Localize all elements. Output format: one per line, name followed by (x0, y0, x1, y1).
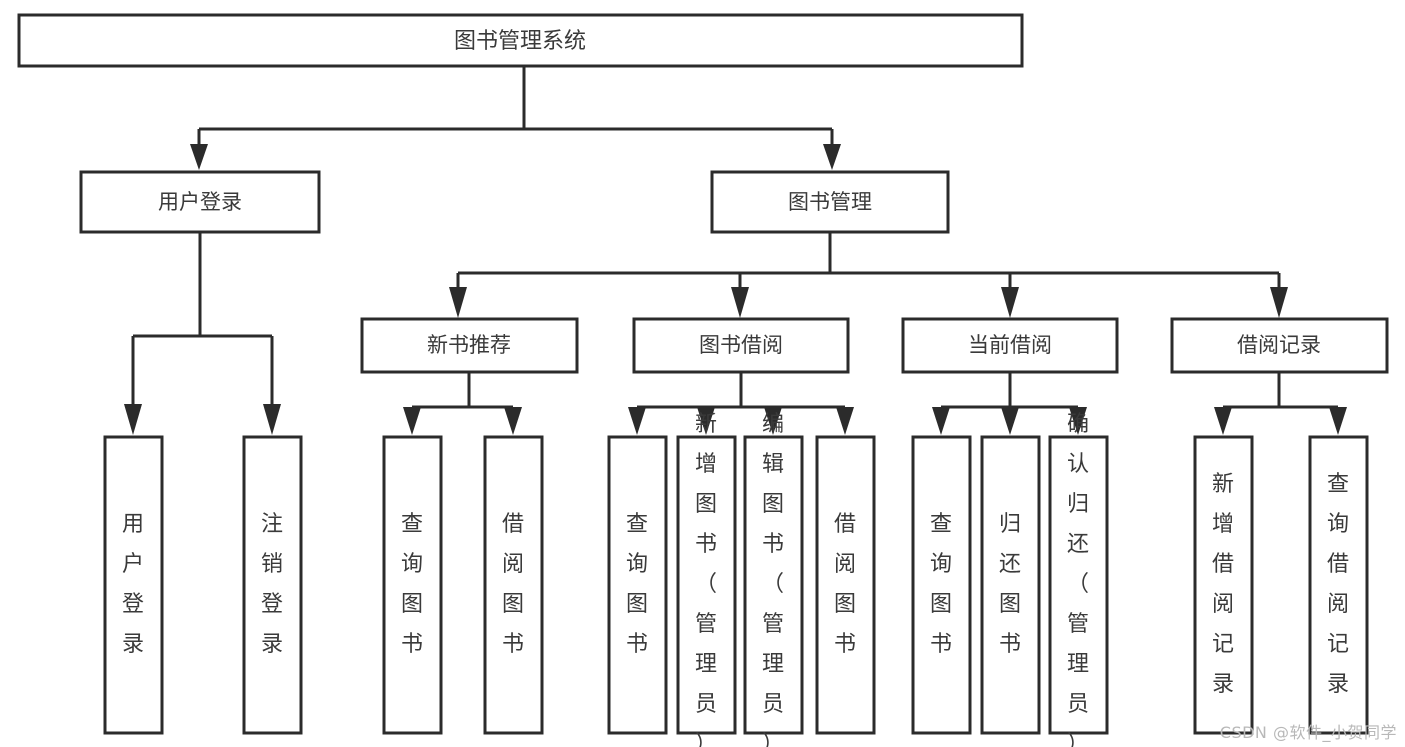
connector-user-login-to-leaves (124, 232, 281, 435)
leaf-borrow-book-2[interactable]: 借阅图书 (815, 435, 876, 735)
connector-book-borrow-to-leaves (628, 372, 854, 435)
node-borrow-record-label: 借阅记录 (1237, 333, 1321, 357)
leaf-query-record[interactable]: 查询借阅记录 (1308, 435, 1369, 735)
leaf-query-book-2[interactable]: 查询图书 (607, 435, 668, 735)
leaf-add-record[interactable]: 新增借阅记录 (1193, 435, 1254, 735)
leaf-add-book-label: 新增图书（管理员） (695, 412, 717, 747)
leaf-borrow-book-1[interactable]: 借阅图书 (483, 435, 544, 735)
node-user-login-label: 用户登录 (158, 190, 242, 214)
leaf-return-book[interactable]: 归还图书 (980, 435, 1041, 735)
connector-borrow-record-to-leaves (1214, 372, 1347, 435)
leaf-logout-login-label: 注销登录 (261, 512, 283, 657)
leaf-add-book[interactable]: 新增图书（管理员） (676, 412, 737, 747)
leaf-query-book-1[interactable]: 查询图书 (382, 435, 443, 735)
leaf-return-book-label: 归还图书 (999, 512, 1021, 657)
node-book-borrow[interactable]: 图书借阅 (632, 317, 850, 374)
leaf-query-book-1-label: 查询图书 (401, 512, 423, 657)
node-borrow-record[interactable]: 借阅记录 (1170, 317, 1389, 374)
leaf-add-record-label: 新增借阅记录 (1212, 472, 1234, 697)
leaf-query-record-label: 查询借阅记录 (1327, 472, 1349, 697)
leaf-user-login[interactable]: 用户登录 (103, 435, 164, 735)
connector-root-to-level2 (190, 66, 841, 170)
csdn-watermark: CSDN @软件_小贺同学 (1219, 723, 1397, 742)
node-book-borrow-label: 图书借阅 (699, 333, 783, 357)
connector-book-manage-to-level3 (449, 232, 1288, 318)
node-book-manage[interactable]: 图书管理 (710, 170, 950, 234)
leaf-user-login-label: 用户登录 (122, 512, 144, 657)
node-user-login[interactable]: 用户登录 (79, 170, 321, 234)
node-new-book-rec[interactable]: 新书推荐 (360, 317, 579, 374)
leaf-confirm-return-label: 确认归还（管理员） (1067, 412, 1089, 747)
leaf-edit-book-label: 编辑图书（管理员） (762, 412, 784, 747)
node-root-title-label: 图书管理系统 (454, 29, 586, 54)
node-current-borrow-label: 当前借阅 (968, 333, 1052, 357)
node-root-title[interactable]: 图书管理系统 (17, 13, 1024, 68)
node-book-manage-label: 图书管理 (788, 190, 872, 214)
leaf-query-book-2-label: 查询图书 (626, 512, 648, 657)
leaf-borrow-book-2-label: 借阅图书 (834, 512, 856, 657)
node-new-book-rec-label: 新书推荐 (427, 333, 511, 357)
node-current-borrow[interactable]: 当前借阅 (901, 317, 1119, 374)
leaf-query-book-3[interactable]: 查询图书 (911, 435, 972, 735)
leaf-edit-book[interactable]: 编辑图书（管理员） (743, 412, 804, 747)
leaf-query-book-3-label: 查询图书 (930, 512, 952, 657)
connector-new-book-rec-to-leaves (403, 372, 522, 435)
connector-current-borrow-to-leaves (932, 372, 1087, 435)
leaf-borrow-book-1-label: 借阅图书 (502, 512, 524, 657)
leaf-confirm-return[interactable]: 确认归还（管理员） (1048, 412, 1109, 747)
leaf-logout-login[interactable]: 注销登录 (242, 435, 303, 735)
